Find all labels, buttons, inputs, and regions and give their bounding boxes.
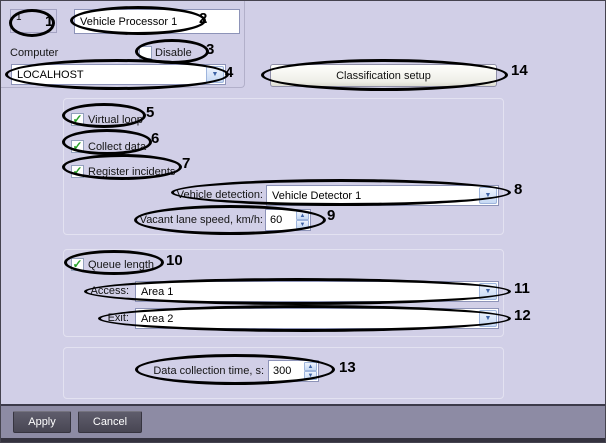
register-incidents-checkbox[interactable]: ✓ [71,165,84,178]
spinner-down-icon[interactable]: ▼ [304,371,317,380]
spinner-up-icon[interactable]: ▲ [304,362,317,371]
disable-checkbox[interactable] [139,46,152,59]
queue-length-checkbox[interactable]: ✓ [71,258,84,271]
computer-select[interactable]: LOCALHOST ▼ [11,64,226,85]
chevron-down-icon[interactable]: ▼ [479,283,497,300]
vehicle-detection-select[interactable]: Vehicle Detector 1 ▼ [266,185,499,206]
exit-value: Area 2 [141,312,174,325]
vehicle-detection-value: Vehicle Detector 1 [272,189,362,202]
cancel-button[interactable]: Cancel [78,411,142,433]
annotation-number-14: 14 [511,62,528,79]
virtual-loop-checkbox[interactable]: ✓ [71,113,84,126]
check-icon: ✓ [72,256,83,271]
access-value: Area 1 [141,285,174,298]
collect-data-checkbox[interactable]: ✓ [71,140,84,153]
check-icon: ✓ [72,111,83,126]
spinner-arrows: ▲ ▼ [296,211,309,229]
access-label: Access: [90,285,129,297]
exit-select[interactable]: Area 2 ▼ [135,308,499,329]
apply-button[interactable]: Apply [13,411,71,433]
queue-length-label: Queue length [88,259,155,271]
collect-data-label: Collect data [88,141,147,153]
virtual-loop-label: Virtual loop [88,114,143,126]
object-name-field[interactable]: Vehicle Processor 1 [74,9,240,34]
chevron-down-icon[interactable]: ▼ [479,310,497,327]
chevron-down-icon[interactable]: ▼ [206,66,224,83]
disable-checkbox-label: Disable [155,47,192,59]
data-collection-time-label: Data collection time, s: [153,365,264,377]
annotation-number-12: 12 [514,307,531,324]
register-incidents-label: Register incidents [88,166,176,178]
classification-setup-button[interactable]: Classification setup [270,64,497,87]
data-collection-time-spinner[interactable]: 300 ▲ ▼ [268,360,319,382]
classification-setup-button-label: Classification setup [336,69,431,82]
data-collection-time-value: 300 [273,365,292,377]
annotation-number-8: 8 [514,181,523,198]
footer-bar: Apply Cancel [1,404,605,442]
data-collection-groupbox [63,347,504,399]
vacant-lane-speed-spinner[interactable]: 60 ▲ ▼ [265,209,311,231]
apply-button-label: Apply [28,416,56,428]
queue-groupbox [63,249,504,337]
access-select[interactable]: Area 1 ▼ [135,281,499,302]
computer-select-value: LOCALHOST [17,68,84,81]
spinner-arrows: ▲ ▼ [304,362,317,380]
chevron-down-icon[interactable]: ▼ [479,187,497,204]
check-icon: ✓ [72,163,83,178]
spinner-down-icon[interactable]: ▼ [296,220,309,229]
check-icon: ✓ [72,138,83,153]
spinner-up-icon[interactable]: ▲ [296,211,309,220]
exit-label: Exit: [107,312,129,324]
object-id-field[interactable]: 1 [10,9,57,33]
computer-label: Computer [10,47,59,59]
object-id-value: 1 [16,12,22,23]
vehicle-detection-label: Vehicle detection: [176,189,263,201]
object-name-value: Vehicle Processor 1 [80,15,178,28]
vacant-lane-speed-label: Vacant lane speed, km/h: [139,214,263,226]
annotation-number-11: 11 [514,280,530,297]
vacant-lane-speed-value: 60 [270,214,283,226]
cancel-button-label: Cancel [92,416,128,428]
